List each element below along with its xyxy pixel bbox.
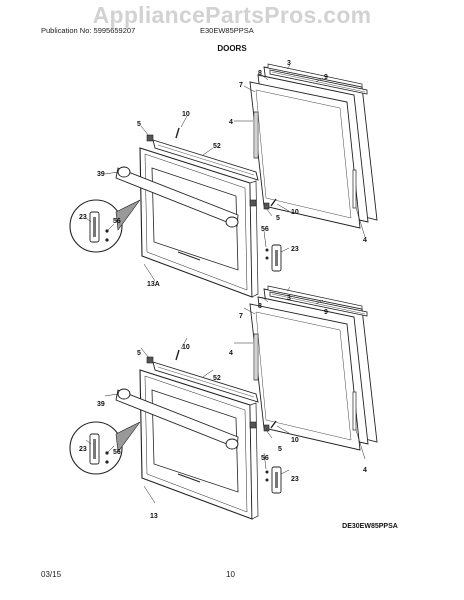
callout-label: 7 [239,82,243,89]
watermark: AppliancePartsPros.com [92,2,372,28]
callout-label: 10 [182,344,190,351]
callout-label: 9 [324,74,328,81]
callout-label: 3 [287,60,291,67]
callout-label: 52 [213,143,221,150]
callout-label: 10 [182,111,190,118]
callout-label: 13A [147,281,160,288]
callout-label: 8 [258,303,262,310]
callout-label: 52 [213,375,221,382]
callout-label: 3 [287,295,291,302]
callout-label: 10 [291,437,299,444]
callout-label: 9 [324,309,328,316]
callout-label: 23 [291,476,299,483]
callout-label: 23 [291,246,299,253]
lower-callouts: 3 8 9 7 10 4 5 52 39 10 5 56 23 4 23 56 … [79,295,367,520]
callout-label: 5 [137,121,141,128]
upper-door-assembly [69,63,378,298]
publication-number: Publication No: 5995659207 [41,26,136,35]
callout-label: 4 [363,237,367,244]
callout-label: 56 [261,455,269,462]
callout-label: 23 [79,446,87,453]
footer-date: 03/15 [41,570,62,579]
callout-label: 5 [278,446,282,453]
callout-label: 56 [113,218,121,225]
page-number: 10 [226,570,235,579]
callout-label: 5 [276,215,280,222]
callout-label: 56 [113,449,121,456]
callout-label: 7 [239,313,243,320]
callout-label: 8 [258,70,262,77]
callout-label: 4 [229,350,233,357]
model-number: E30EW85PPSA [200,26,254,35]
callout-label: 13 [150,513,158,520]
callout-label: 4 [363,467,367,474]
callout-label: 39 [97,171,105,178]
drawing-code: DE30EW85PPSA [342,523,398,530]
callout-label: 4 [229,119,233,126]
section-title: DOORS [217,44,247,53]
callout-label: 10 [291,209,299,216]
callout-label: 23 [79,214,87,221]
lower-door-assembly [69,285,378,520]
callout-label: 56 [261,226,269,233]
callout-label: 39 [97,401,105,408]
callout-label: 5 [137,350,141,357]
upper-callouts: 3 8 9 7 10 4 5 52 39 5 10 56 23 4 23 56 … [79,60,367,288]
